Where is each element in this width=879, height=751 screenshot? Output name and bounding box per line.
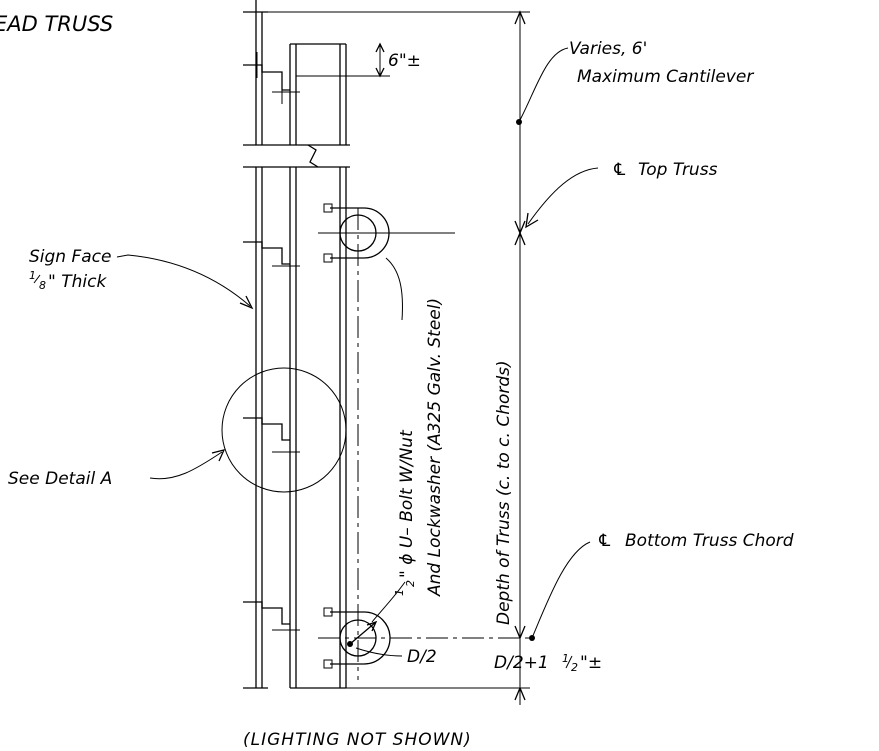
- varies-label-line2: Maximum Cantilever: [577, 67, 754, 87]
- d-half-plus-frac-num: 1: [562, 652, 569, 665]
- top-truss-leader: [527, 167, 599, 225]
- cl-symbol-top: ℄: [612, 160, 627, 180]
- depth-dimension: [253, 10, 530, 705]
- u-bolt-label-line1: " ϕ U– Bolt W/Nut: [397, 429, 417, 578]
- u-bolt-frac-den: 2: [404, 580, 417, 587]
- d-half-leader: [355, 647, 403, 657]
- bottom-chord-label: Bottom Truss Chord: [625, 531, 794, 551]
- u-bolt-label-line2: And Lockwasher (A325 Galv. Steel): [425, 298, 445, 597]
- depth-of-truss-label: Depth of Truss (c. to c. Chords): [494, 360, 514, 625]
- d-half-plus-label: D/2+1: [494, 653, 549, 673]
- u-bolt-leader: [385, 257, 403, 321]
- u-bolt-frac-num: 1: [393, 589, 406, 596]
- top-truss-label: Top Truss: [638, 160, 718, 180]
- detail-a-circle: [221, 367, 347, 493]
- sign-face-leader: [116, 254, 251, 307]
- lower-segment: [221, 167, 530, 689]
- see-detail-a-label: See Detail A: [8, 469, 112, 489]
- drawing-title: EAD TRUSS: [0, 12, 113, 36]
- see-detail-a-leader: [149, 451, 223, 480]
- d-half-label: D/2: [407, 647, 437, 667]
- u-bolt-label: " ϕ U– Bolt W/Nut 1 2 And Lockwasher (A3…: [393, 298, 445, 597]
- sign-face-frac-den: 8: [39, 279, 46, 292]
- sign-face-label-line1: Sign Face: [29, 247, 112, 267]
- sign-face-label-line2: " Thick: [48, 272, 107, 292]
- varies-leader: [518, 47, 569, 123]
- dim-6-inch-label: 6"±: [388, 51, 421, 71]
- d-half-plus-rest: "±: [580, 653, 602, 673]
- upper-segment: [243, 0, 390, 168]
- d-half-plus-frac-den: 2: [571, 661, 578, 674]
- varies-label-line1: Varies, 6': [569, 39, 647, 59]
- lighting-note: (LIGHTING NOT SHOWN): [243, 730, 472, 750]
- sign-face-frac-num: 1: [29, 269, 36, 282]
- bottom-chord-leader: [531, 541, 591, 639]
- cl-symbol-bottom: ℄: [597, 531, 612, 551]
- u-bolt-lower-leader: [371, 581, 406, 623]
